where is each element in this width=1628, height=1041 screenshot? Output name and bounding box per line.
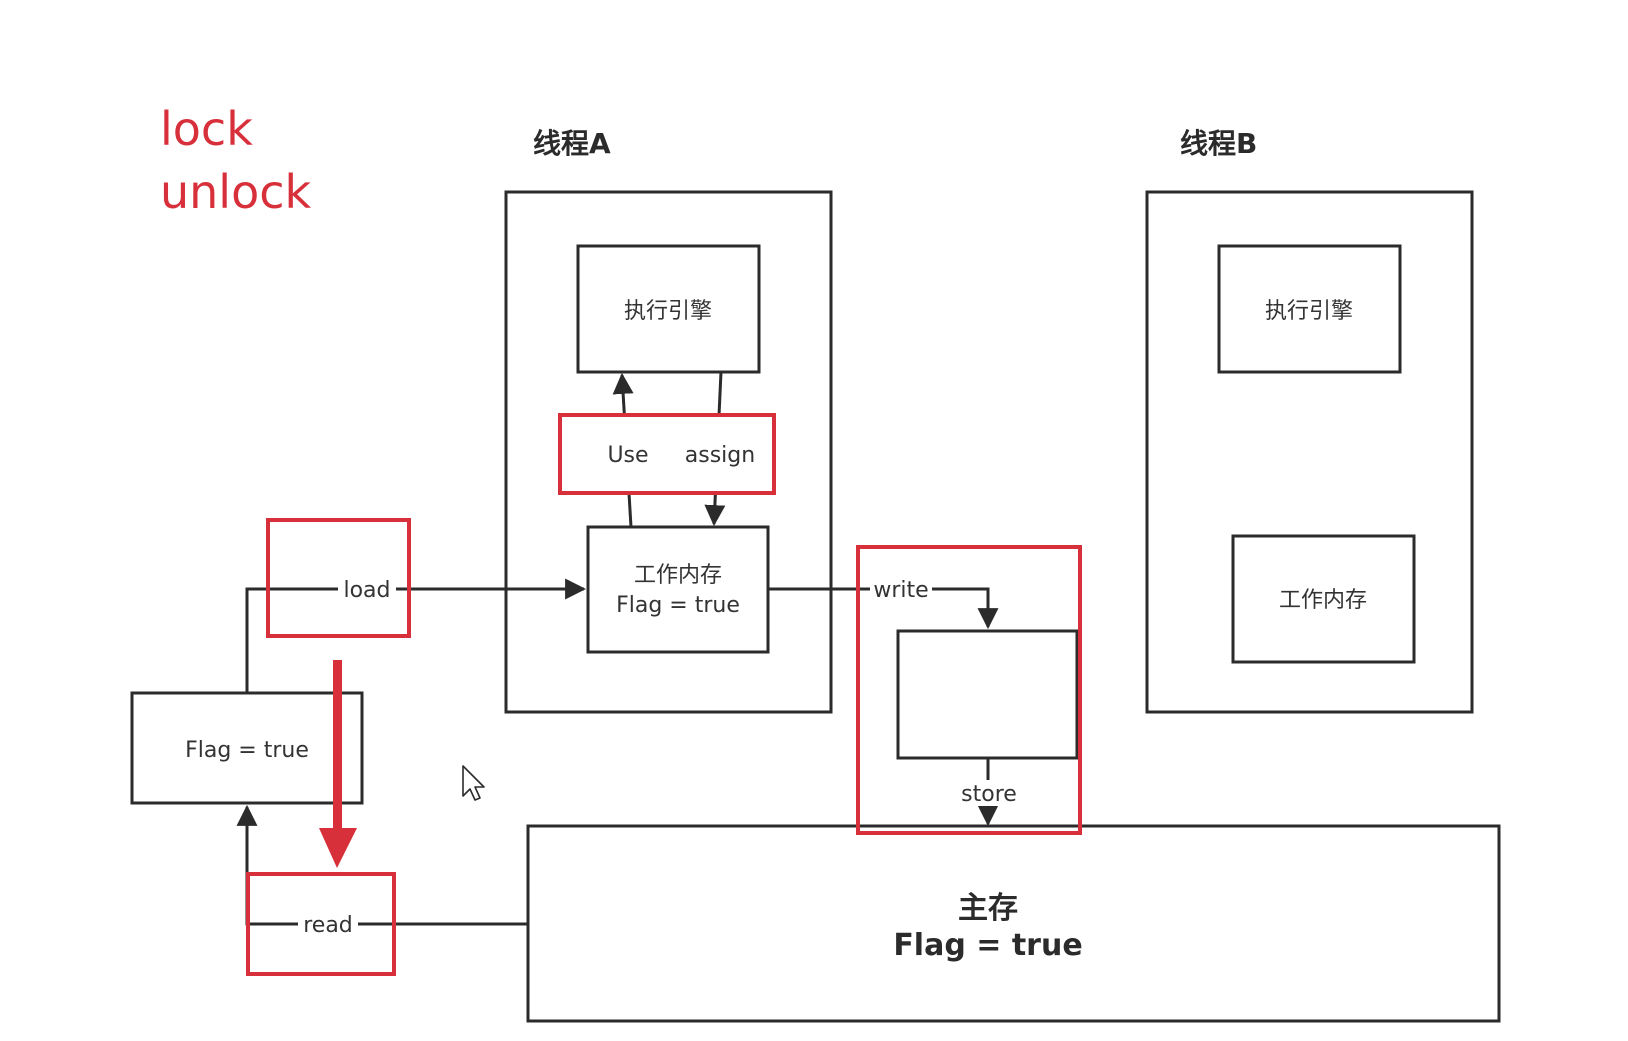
mouse-pointer-icon — [462, 765, 485, 801]
write-store-highlight-box — [856, 545, 1082, 835]
load-label-mask — [338, 576, 396, 602]
load-label: load — [343, 578, 390, 603]
thread-b-workmem-label: 工作内存 — [1279, 588, 1367, 613]
assign-label: assign — [685, 443, 755, 468]
store-box — [896, 629, 1079, 760]
store-label: store — [961, 782, 1017, 807]
use-label: Use — [607, 443, 648, 468]
thread-a-engine-label: 执行引擎 — [624, 299, 712, 324]
main-memory-title: 主存 — [958, 891, 1018, 926]
read-buffer-value: Flag = true — [185, 738, 309, 763]
thread-a-box — [504, 190, 833, 714]
thread-b-box — [1145, 190, 1474, 714]
load-highlight-box — [266, 518, 411, 638]
write-label: write — [873, 578, 928, 603]
thread-b-engine-label: 执行引擎 — [1265, 299, 1353, 324]
thread-a-engine-box — [576, 244, 761, 374]
red-down-arrow — [319, 660, 357, 868]
store-label-mask — [958, 780, 1020, 806]
thread-a-workmem-box — [586, 525, 770, 654]
thread-a-workmem-value: Flag = true — [616, 593, 740, 618]
lock-label: lock — [160, 102, 253, 156]
read-label: read — [303, 913, 353, 938]
thread-a-title: 线程A — [533, 127, 611, 160]
use-assign-highlight-box — [558, 413, 776, 495]
load-arrow — [245, 578, 587, 693]
read-highlight-box — [246, 872, 396, 976]
thread-b-title: 线程B — [1180, 127, 1257, 160]
write-label-mask — [870, 576, 932, 602]
thread-a-workmem-title: 工作内存 — [634, 563, 722, 588]
thread-b-workmem-box — [1231, 534, 1416, 664]
write-arrow — [768, 587, 999, 630]
main-memory-value: Flag = true — [893, 928, 1082, 963]
read-arrow — [236, 804, 528, 926]
thread-b-engine-box — [1217, 244, 1402, 374]
unlock-label: unlock — [160, 165, 312, 219]
read-label-mask — [298, 911, 358, 937]
